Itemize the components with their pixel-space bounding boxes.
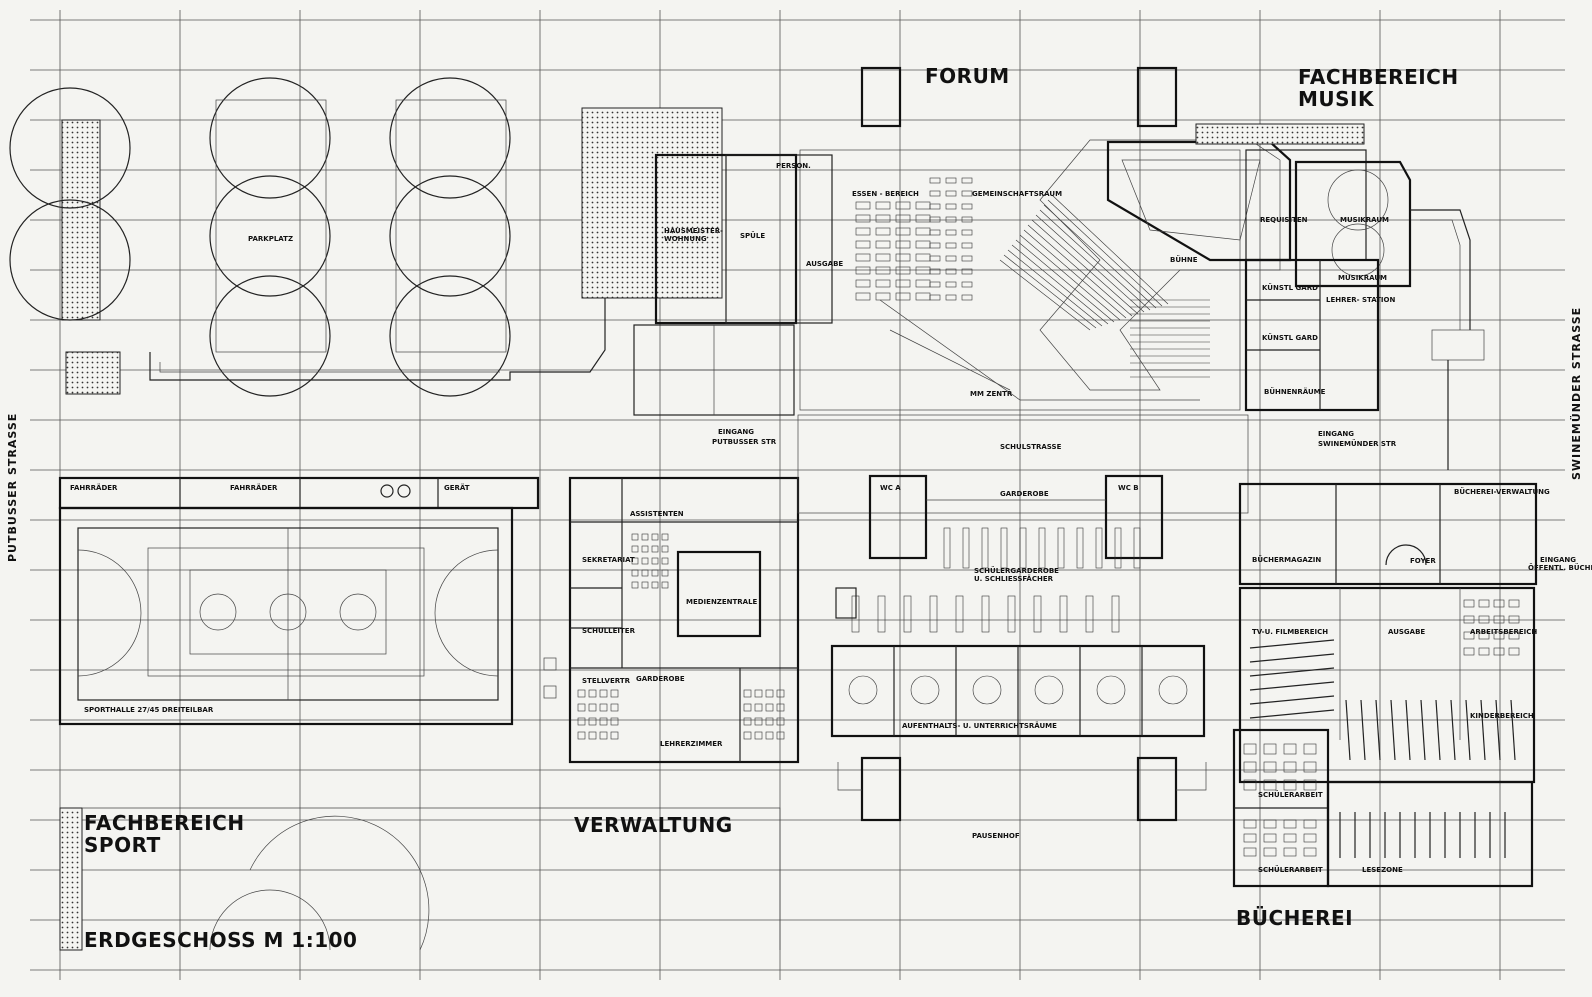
- room-lehrerstation: LEHRER- STATION: [1326, 296, 1395, 304]
- central-hall: [797, 414, 1249, 822]
- parking-area: [9, 77, 606, 397]
- room-schuelerarbeit-1: SCHÜLERARBEIT: [1258, 790, 1323, 799]
- sports-hall: [58, 476, 781, 951]
- room-buechereiverwaltung: BÜCHEREI-VERWALTUNG: [1454, 487, 1550, 496]
- room-pausenhof: PAUSENHOF: [972, 832, 1020, 840]
- room-spuele: SPÜLE: [740, 231, 765, 240]
- street-putbusser: PUTBUSSER STRASSE: [6, 413, 19, 562]
- room-schuelergarderobe-2: U. SCHLIESSFÄCHER: [974, 574, 1054, 583]
- kitchen-and-forum: [581, 66, 1292, 416]
- room-eingang-swinemuender-1: EINGANG: [1318, 430, 1354, 438]
- room-musikraum-1: MUSIKRAUM: [1340, 216, 1389, 224]
- room-eingang-putbusser-1: EINGANG: [718, 428, 754, 436]
- room-gemeinschaftsraum: GEMEINSCHAFTSRAUM: [972, 190, 1062, 198]
- room-parkplatz: PARKPLATZ: [248, 235, 293, 243]
- room-lesezone: LESEZONE: [1362, 866, 1403, 874]
- room-hausmeister-2: WOHNUNG: [664, 235, 707, 243]
- room-tv-film: TV-U. FILMBEREICH: [1252, 628, 1328, 636]
- library-wing: [1232, 482, 1538, 888]
- label-sport-1: FACHBEREICH: [84, 811, 245, 835]
- room-buehne: BÜHNE: [1170, 255, 1198, 264]
- label-musik-1: FACHBEREICH: [1298, 65, 1459, 89]
- room-ausgabe-buecherei: AUSGABE: [1388, 628, 1425, 636]
- room-mm-zentr: MM ZENTR: [970, 390, 1013, 398]
- room-buehnenraeume: BÜHNENRÄUME: [1264, 387, 1326, 396]
- street-swinemuender: SWINEMÜNDER STRASSE: [1569, 307, 1583, 480]
- room-requisiten: REQUISITEN: [1260, 216, 1308, 224]
- room-aufenthaltsraeume: AUFENTHALTS- U. UNTERRICHTSRÄUME: [902, 721, 1057, 730]
- room-garderobe: GARDEROBE: [1000, 490, 1049, 498]
- label-sport-2: SPORT: [84, 833, 161, 857]
- label-forum: FORUM: [925, 64, 1010, 88]
- room-sekretariat: SEKRETARIAT: [582, 556, 635, 564]
- room-eingang-buecherei-2: ÖFFENTL. BÜCHEREI: [1528, 563, 1592, 572]
- room-geraet: GERÄT: [444, 483, 470, 492]
- room-wc-a: WC A: [880, 484, 901, 492]
- room-medienzentrale: MEDIENZENTRALE: [686, 598, 758, 606]
- room-schulstrasse: SCHULSTRASSE: [1000, 443, 1062, 451]
- plan-title: ERDGESCHOSS M 1:100: [84, 928, 357, 952]
- room-assistenten: ASSISTENTEN: [630, 510, 684, 518]
- room-sporthalle: SPORTHALLE 27/45 DREITEILBAR: [84, 706, 214, 714]
- label-buecherei: BÜCHEREI: [1236, 906, 1353, 930]
- room-stellvertr: STELLVERTR: [582, 677, 631, 685]
- label-verwaltung: VERWALTUNG: [574, 813, 733, 837]
- room-schuelergarderobe-1: SCHÜLERGARDEROBE: [974, 566, 1059, 575]
- room-eingang-putbusser-2: PUTBUSSER STR: [712, 438, 777, 446]
- room-kinderbereich: KINDERBEREICH: [1470, 712, 1534, 720]
- room-schulleiter: SCHULLEITER: [582, 627, 636, 635]
- room-kuenstl-gard-1: KÜNSTL GARD: [1262, 283, 1318, 292]
- room-foyer: FOYER: [1410, 557, 1436, 565]
- room-arbeitsbereich: ARBEITSBEREICH: [1470, 628, 1537, 636]
- room-garderobe-lehrer: GARDEROBE: [636, 675, 685, 683]
- room-fahrraeder-1: FAHRRÄDER: [70, 483, 118, 492]
- room-musikraum-2: MUSIKRAUM: [1338, 274, 1387, 282]
- room-eingang-swinemuender-2: SWINEMÜNDER STR: [1318, 439, 1397, 448]
- labels: FORUM FACHBEREICH MUSIK FACHBEREICH SPOR…: [6, 64, 1592, 952]
- room-person: PERSON.: [776, 162, 811, 170]
- room-essen: ESSEN - BEREICH: [852, 190, 919, 198]
- room-ausgabe-kueche: AUSGABE: [806, 260, 843, 268]
- music-wing: [1195, 123, 1485, 470]
- room-fahrraeder-2: FAHRRÄDER: [230, 483, 278, 492]
- room-wc-b: WC B: [1118, 484, 1139, 492]
- room-kuenstl-gard-2: KÜNSTL GARD: [1262, 333, 1318, 342]
- room-buechermagazin: BÜCHERMAGAZIN: [1252, 555, 1321, 564]
- administration-wing: [543, 476, 800, 764]
- room-hausmeister-1: HAUSMEISTER-: [664, 227, 723, 235]
- room-eingang-buecherei-1: EINGANG: [1540, 556, 1576, 564]
- label-musik-2: MUSIK: [1298, 87, 1375, 111]
- room-schuelerarbeit-2: SCHÜLERARBEIT: [1258, 865, 1323, 874]
- room-lehrerzimmer: LEHRERZIMMER: [660, 740, 723, 748]
